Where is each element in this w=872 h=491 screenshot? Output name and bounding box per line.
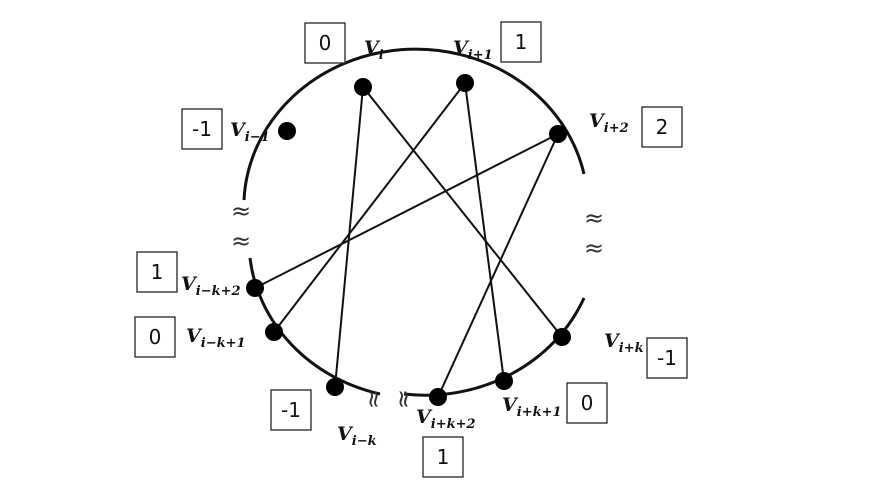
circle-arc-right: [403, 297, 586, 397]
value-box-vi2: 2: [641, 106, 683, 148]
value-box-vi1: 1: [500, 21, 542, 63]
vertex-label-base: V: [230, 119, 247, 141]
vertex-label-base: V: [364, 37, 381, 59]
gap-marker-bottom-left: ≈: [360, 389, 388, 409]
value-box-border: [181, 108, 223, 150]
vertex-node-vi: [354, 78, 372, 96]
vertex-label-vimk: Vi−k: [337, 423, 377, 449]
value-box-border: [304, 22, 346, 64]
vertex-label-base: V: [502, 394, 519, 416]
gap-marker-left-upper: ≈: [231, 197, 251, 225]
value-box-text: -1: [192, 117, 212, 141]
value-box-border: [136, 251, 178, 293]
vertex-label-vik2: Vi+k+2: [416, 406, 476, 432]
edges-layer: [254, 82, 563, 398]
vertex-node-vi1: [456, 74, 474, 92]
vertex-label-base: V: [604, 330, 621, 352]
vertex-node-vimk2: [246, 279, 264, 297]
value-box-border: [134, 316, 176, 358]
value-box-border: [566, 382, 608, 424]
value-box-border: [422, 436, 464, 478]
edge-vi2-vik2: [437, 133, 559, 398]
vertex-label-base: V: [453, 37, 470, 59]
value-box-vik: -1: [646, 337, 688, 379]
vertex-label-subscript: i−k+2: [196, 284, 241, 299]
vertex-node-vimk: [326, 378, 344, 396]
gap-marker-left-lower: ≈: [231, 227, 251, 255]
edge-vi1-vik1: [464, 82, 505, 382]
vertex-label-vim1: Vi−1: [230, 119, 270, 145]
value-box-text: 1: [515, 30, 528, 54]
vertex-label-subscript: i+k: [619, 341, 644, 356]
vertex-node-vik: [553, 328, 571, 346]
value-box-text: 1: [437, 445, 450, 469]
value-box-vi: 0: [304, 22, 346, 64]
value-box-text: 1: [151, 260, 164, 284]
value-box-text: -1: [281, 398, 301, 422]
value-box-text: 2: [656, 115, 669, 139]
value-box-text: -1: [657, 346, 677, 370]
vertex-label-vimk1: Vi−k+1: [186, 325, 246, 351]
vertex-label-subscript: i+k+1: [517, 405, 562, 420]
edge-vi2-vimk2: [254, 133, 559, 289]
vertex-label-subscript: i−1: [245, 130, 270, 145]
value-box-border: [500, 21, 542, 63]
value-box-border: [270, 389, 312, 431]
vertex-label-subscript: i+1: [468, 48, 493, 63]
value-box-vimk1: 0: [134, 316, 176, 358]
vertex-label-base: V: [337, 423, 354, 445]
value-box-border: [646, 337, 688, 379]
nodes-layer: [246, 74, 571, 406]
gap-marker-right-upper: ≈: [584, 204, 604, 232]
edge-vi1-vimk1: [273, 82, 466, 333]
vertex-label-base: V: [589, 110, 606, 132]
value-box-vik2: 1: [422, 436, 464, 478]
value-box-text: 0: [149, 325, 162, 349]
vertex-label-subscript: i: [379, 48, 384, 63]
value-box-border: [641, 106, 683, 148]
vertex-label-vi1: Vi+1: [453, 37, 493, 63]
gap-marker-right-lower: ≈: [584, 234, 604, 262]
vertex-label-subscript: i−k: [352, 434, 377, 449]
vertex-node-vik1: [495, 372, 513, 390]
vertex-node-vi2: [549, 125, 567, 143]
value-box-vimk: -1: [270, 389, 312, 431]
vertex-label-base: V: [416, 406, 433, 428]
vertex-label-subscript: i+k+2: [431, 417, 476, 432]
vertex-node-vimk1: [265, 323, 283, 341]
edge-vi-vik: [362, 86, 563, 338]
vertex-label-vimk2: Vi−k+2: [181, 273, 241, 299]
value-boxes-layer: 0 1 2 -1 0 1 -1 0 1 -1: [134, 21, 688, 478]
value-box-vimk2: 1: [136, 251, 178, 293]
value-box-text: 0: [581, 391, 594, 415]
vertex-label-subscript: i+2: [604, 121, 629, 136]
vertex-label-base: V: [181, 273, 198, 295]
vertex-label-subscript: i−k+1: [201, 336, 246, 351]
gap-marker-bottom-right: ≈: [390, 389, 418, 409]
vertex-label-base: V: [186, 325, 203, 347]
circle-arc-top: [242, 47, 586, 201]
vertex-label-vik1: Vi+k+1: [502, 394, 562, 420]
vertex-label-vi: Vi: [364, 37, 384, 63]
value-box-text: 0: [319, 31, 332, 55]
value-box-vik1: 0: [566, 382, 608, 424]
vertex-label-vi2: Vi+2: [589, 110, 629, 136]
value-box-vim1: -1: [181, 108, 223, 150]
edge-vi-vimk: [334, 86, 364, 388]
vertex-node-vik2: [429, 388, 447, 406]
vertex-node-vim1: [278, 122, 296, 140]
vertex-label-vik: Vi+k: [604, 330, 644, 356]
